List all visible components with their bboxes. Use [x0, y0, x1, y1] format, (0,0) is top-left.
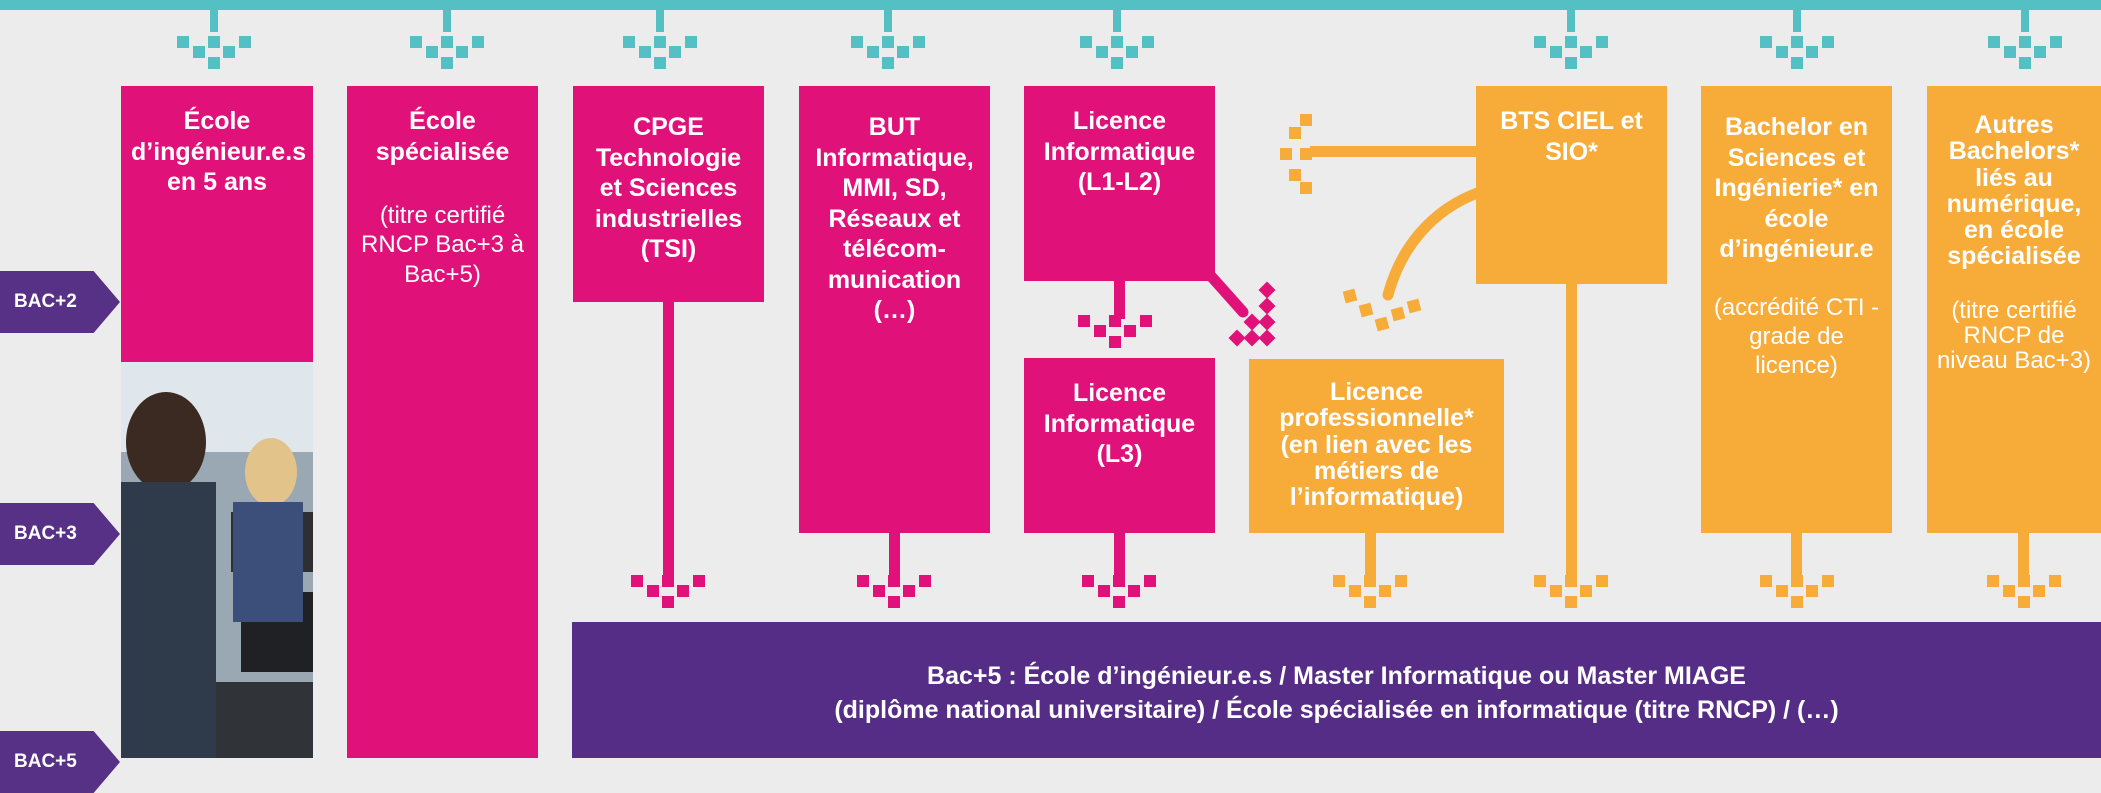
connector-stem: [1113, 10, 1121, 32]
card-licence-l3: Licence Informatique (L3): [1024, 358, 1215, 533]
card-title: École d’ingénieur.e.s en 5 ans: [131, 107, 307, 196]
level-marker-bac5: BAC+5: [0, 731, 120, 793]
card-subtitle: (titre certifié RNCP Bac+3 à Bac+5): [361, 202, 524, 288]
pixel-arrow-down-icon: [623, 36, 697, 69]
pixel-arrow-down-icon: [1333, 575, 1407, 608]
pixel-arrow-down-icon: [1987, 575, 2061, 608]
pixel-arrow-down-icon: [1078, 315, 1152, 348]
card-autres-bachelors: Autres Bachelors* liés au numérique, en …: [1927, 86, 2101, 533]
connector-stem: [884, 10, 892, 32]
level-marker-bac2: BAC+2: [0, 271, 120, 333]
card-bachelor-ingenierie: Bachelor en Sciences et Ingénierie* en é…: [1701, 86, 1892, 533]
pixel-arrow-down-icon: [177, 36, 251, 69]
card-licence-pro: Licence professionnelle* (en lien avec l…: [1249, 359, 1504, 533]
bac5-line1: Bac+5 : École d’ingénieur.e.s / Master I…: [927, 662, 1746, 690]
pixel-arrow-down-icon: [1760, 36, 1834, 69]
card-title: Bachelor en Sciences et Ingénierie* en é…: [1714, 113, 1879, 263]
card-title: BUT Informatique, MMI, SD, Réseaux et té…: [815, 113, 974, 324]
pixel-arrow-down-icon: [1760, 575, 1834, 608]
pixel-arrow-down-icon: [851, 36, 925, 69]
card-title: BTS CIEL et SIO*: [1500, 107, 1643, 166]
card-title: Licence Informatique (L3): [1043, 379, 1196, 468]
curved-connector: [1342, 186, 1485, 332]
connector-stem: [2021, 10, 2029, 32]
card-title: Licence professionnelle* (en lien avec l…: [1279, 378, 1474, 511]
connector-line: [889, 533, 900, 578]
connector-line: [1310, 146, 1476, 157]
connector-line: [1114, 533, 1125, 578]
connector-stem: [1567, 10, 1575, 32]
pixel-arrow-down-icon: [1082, 575, 1156, 608]
connector-stem: [210, 10, 218, 32]
pixel-arrow-down-icon: [1534, 575, 1608, 608]
connector-line: [1791, 533, 1802, 578]
connector-line: [1566, 284, 1577, 578]
card-subtitle: (accrédité CTI - grade de licence): [1713, 293, 1880, 380]
level-marker-bac3: BAC+3: [0, 503, 120, 565]
pixel-arrow-left-icon: [1280, 114, 1312, 194]
card-ecole-specialisee: École spécialisée (titre certifié RNCP B…: [347, 86, 538, 758]
card-title: Licence Informatique (L1-L2): [1043, 107, 1196, 196]
bac5-line2: (diplôme national universitaire) / École…: [834, 695, 1839, 724]
pixel-arrow-down-icon: [857, 575, 931, 608]
card-title: CPGE Technologie et Sciences industriell…: [594, 113, 743, 263]
card-title: École spécialisée: [375, 107, 510, 166]
students-photo: [121, 362, 313, 758]
card-ecole-ingenieur: École d’ingénieur.e.s en 5 ans: [121, 86, 313, 363]
connector-line: [2018, 533, 2029, 578]
top-connector-bar: [0, 0, 2101, 10]
connector-line: [1365, 533, 1376, 578]
diagonal-connector: [1205, 270, 1276, 347]
pixel-arrow-down-icon: [1534, 36, 1608, 69]
pixel-arrow-down-icon: [1988, 36, 2062, 69]
card-licence-l1l2: Licence Informatique (L1-L2): [1024, 86, 1215, 281]
card-bts: BTS CIEL et SIO*: [1476, 86, 1667, 284]
card-subtitle: (titre certifié RNCP de niveau Bac+3): [1936, 296, 2092, 374]
connector-stem: [656, 10, 664, 32]
card-but: BUT Informatique, MMI, SD, Réseaux et té…: [799, 86, 990, 533]
bac5-banner: Bac+5 : École d’ingénieur.e.s / Master I…: [572, 622, 2101, 758]
pixel-arrow-down-icon: [631, 575, 705, 608]
connector-stem: [443, 10, 451, 32]
card-title: Autres Bachelors* liés au numérique, en …: [1946, 111, 2082, 271]
pixel-arrow-down-icon: [410, 36, 484, 69]
connector-line: [1114, 281, 1125, 319]
card-cpge: CPGE Technologie et Sciences industriell…: [573, 86, 764, 302]
connector-stem: [1793, 10, 1801, 32]
pixel-arrow-down-icon: [1080, 36, 1154, 69]
connector-line: [663, 302, 674, 578]
